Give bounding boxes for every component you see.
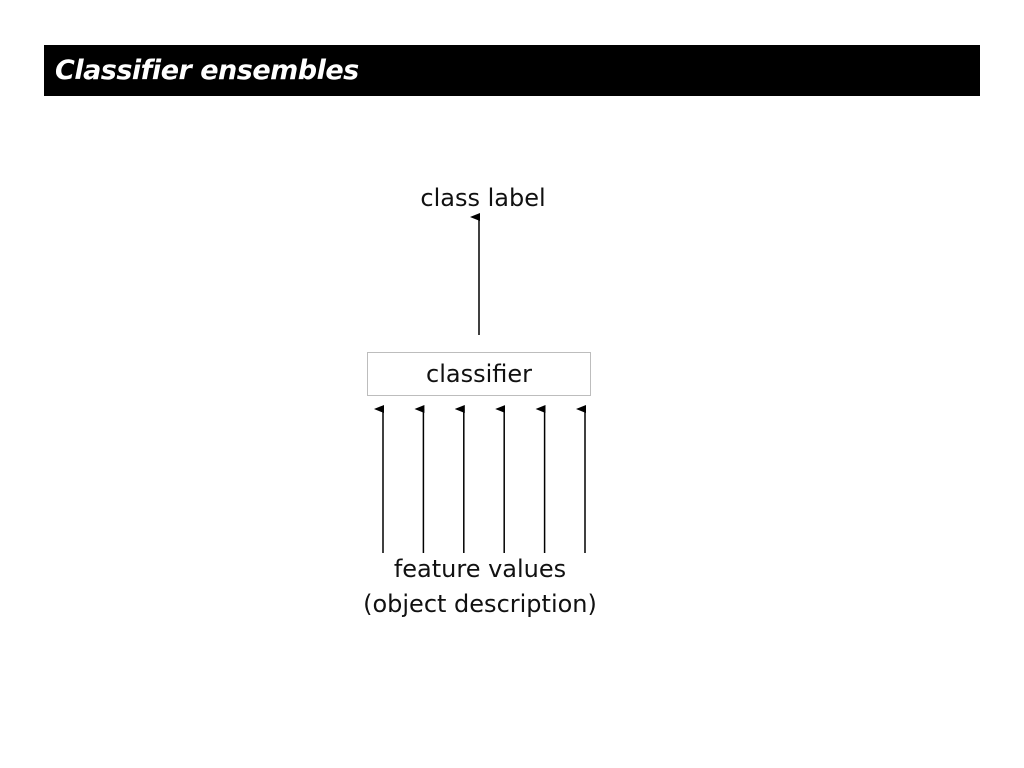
title-bar: Classifier ensembles — [44, 45, 980, 96]
classifier-label: classifier — [426, 360, 532, 388]
classifier-box: classifier — [367, 352, 591, 396]
slide-title: Classifier ensembles — [55, 55, 359, 86]
input-arrows-group — [374, 405, 586, 553]
object-description-label: (object description) — [363, 590, 597, 618]
class-label-text: class label — [420, 184, 546, 212]
feature-values-label: feature values — [393, 555, 567, 583]
